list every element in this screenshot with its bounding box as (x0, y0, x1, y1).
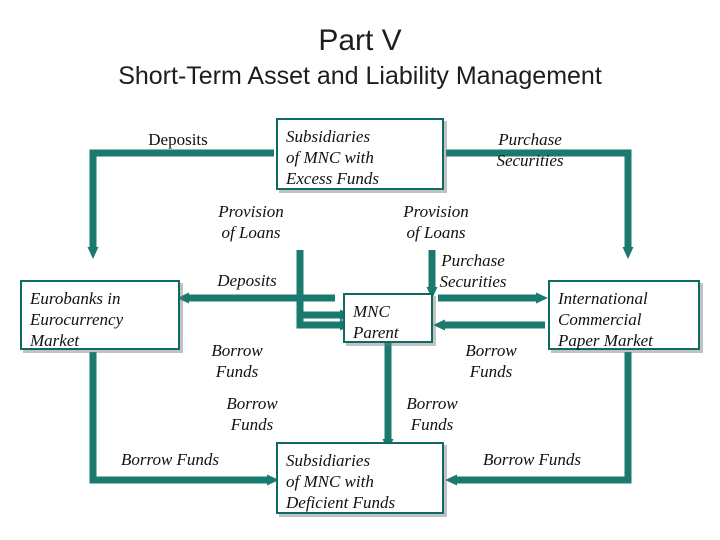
arrow-borrow-funds-eurobanks-to-deficient (89, 352, 279, 486)
label-borrow-funds-left-mid: Borrow Funds (211, 341, 263, 381)
label-borrow-funds-right-mid: Borrow Funds (465, 341, 517, 381)
page-title: Part V (318, 24, 402, 57)
label-borrow-funds-bottom-left: Borrow Funds (120, 450, 220, 469)
arrow-borrow-funds-cp-to-deficient (445, 352, 632, 486)
label-provision-of-loans-left: Provision of Loans (218, 202, 284, 242)
page-subtitle: Short-Term Asset and Liability Managemen… (118, 62, 602, 90)
label-deposits-mid: Deposits (217, 271, 277, 290)
label-borrow-funds-bottom-right: Borrow Funds (482, 450, 582, 469)
box-international-commercial-paper-label: International Commercial Paper Market (558, 289, 653, 350)
box-international-commercial-paper: International Commercial Paper Market (548, 280, 700, 350)
box-subsidiaries-excess: Subsidiaries of MNC with Excess Funds (276, 118, 444, 190)
label-borrow-funds-center-lower: Borrow Funds (406, 394, 458, 434)
arrow-deposits-to-eurobanks (87, 149, 274, 259)
arrow-provision-loans-left-to-mnc (296, 250, 352, 321)
box-mnc-parent-label: MNC Parent (353, 302, 399, 342)
label-provision-of-loans-right: Provision of Loans (403, 202, 469, 242)
label-purchase-securities-mid: Purchase Securities (439, 251, 507, 291)
box-eurobanks: Eurobanks in Eurocurrency Market (20, 280, 180, 350)
label-borrow-funds-left-lower: Borrow Funds (226, 394, 278, 434)
label-deposits-top: Deposits (148, 130, 208, 149)
arrow-purchase-securities-to-cp-market (446, 149, 634, 259)
box-subsidiaries-deficient: Subsidiaries of MNC with Deficient Funds (276, 442, 444, 514)
box-mnc-parent: MNC Parent (343, 293, 433, 343)
box-subsidiaries-excess-label: Subsidiaries of MNC with Excess Funds (286, 127, 380, 188)
box-eurobanks-label: Eurobanks in Eurocurrency Market (30, 289, 124, 350)
label-purchase-securities-top: Purchase Securities (496, 130, 564, 170)
arrow-borrow-funds-eurobanks-to-mnc (296, 300, 352, 331)
box-subsidiaries-deficient-label: Subsidiaries of MNC with Deficient Funds (286, 451, 396, 512)
